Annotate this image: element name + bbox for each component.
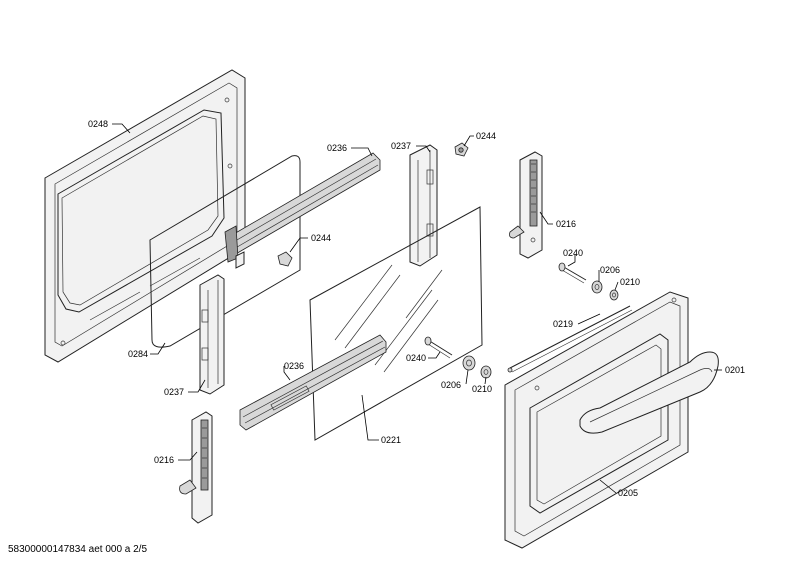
profile-0237-lower — [199, 274, 225, 395]
label-0240-upper: 0240 — [563, 248, 583, 258]
heat-glass-0284 — [149, 155, 301, 348]
glass-pane-0221 — [309, 206, 483, 441]
washer-0206-upper — [591, 280, 603, 294]
label-0216-lower: 0216 — [154, 455, 174, 465]
rail-0236-upper — [224, 152, 381, 269]
clip-0244-upper — [454, 142, 469, 157]
door-handle-0201 — [579, 351, 719, 434]
label-0236-lower: 0236 — [284, 361, 304, 371]
label-0244-upper: 0244 — [476, 131, 496, 141]
rail-0236-lower — [239, 334, 387, 431]
leader-lines — [112, 123, 722, 494]
label-0210-upper: 0210 — [620, 277, 640, 287]
label-0210-lower: 0210 — [472, 384, 492, 394]
screw-0240-upper — [558, 262, 587, 284]
label-0237-upper: 0237 — [391, 141, 411, 151]
seal-rod-0219 — [507, 305, 633, 373]
label-0206-lower: 0206 — [441, 380, 461, 390]
label-0216-upper: 0216 — [556, 219, 576, 229]
label-0221: 0221 — [381, 435, 401, 445]
hinge-0216-lower — [179, 411, 213, 524]
clip-0244-lower — [277, 251, 293, 267]
drawing-number: 58300000147834 aet 000 a 2/5 — [8, 544, 147, 555]
label-0219: 0219 — [553, 319, 573, 329]
label-0284: 0284 — [128, 349, 148, 359]
part-labels: 0248 0236 0237 0244 0216 0244 0240 0206 … — [88, 119, 745, 498]
nut-0210-upper — [609, 289, 619, 301]
label-0240-lower: 0240 — [406, 353, 426, 363]
label-0206-upper: 0206 — [600, 265, 620, 275]
screw-0240-lower — [424, 336, 453, 359]
label-0201: 0201 — [725, 365, 745, 375]
label-0248: 0248 — [88, 119, 108, 129]
label-0237-lower: 0237 — [164, 387, 184, 397]
nut-0210-lower — [480, 365, 492, 379]
label-0236-upper: 0236 — [327, 143, 347, 153]
washer-0206-lower — [462, 355, 476, 371]
hinge-0216-upper — [509, 151, 543, 259]
profile-0237-upper — [409, 144, 438, 267]
label-0205: 0205 — [618, 488, 638, 498]
label-0244-lower: 0244 — [311, 233, 331, 243]
